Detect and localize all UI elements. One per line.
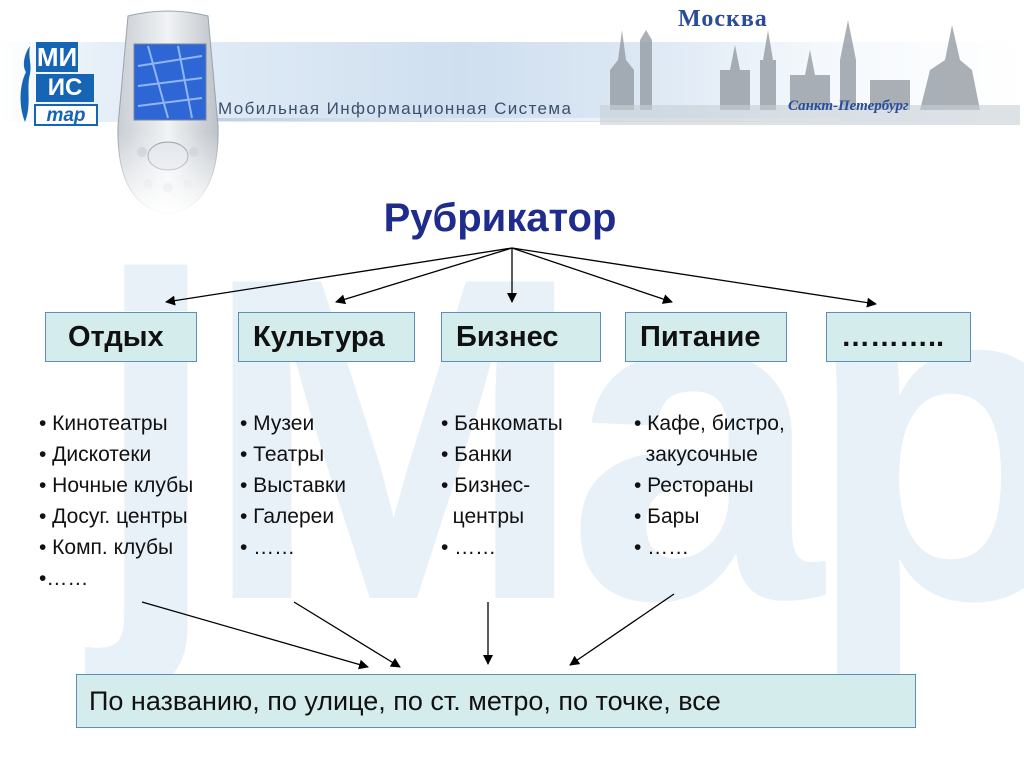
list-item: • …… xyxy=(441,536,497,559)
list-item: • Кафе, бистро, xyxy=(634,412,785,435)
list-item: • Комп. клубы xyxy=(39,536,174,559)
city-label-moscow: Москва xyxy=(678,6,768,32)
list-item: • Кинотеатры xyxy=(39,412,168,435)
category-pitanie: Питание xyxy=(625,312,787,362)
list-item: • Театры xyxy=(240,443,325,466)
header-divider xyxy=(180,118,840,121)
arrow-from-otdyh-list xyxy=(141,601,369,670)
list-item: • Досуг. центры xyxy=(39,505,188,528)
list-kultura: • Музеи • Театры • Выставки • Галереи • … xyxy=(240,408,346,563)
arrow-to-kultura xyxy=(335,247,513,305)
city-skyline-image xyxy=(600,20,1020,125)
mobile-phone-image xyxy=(108,6,228,216)
list-item: • Банкоматы xyxy=(441,412,563,435)
logo-letters-middle: ИС xyxy=(36,74,94,102)
list-item: • Бары xyxy=(634,505,700,528)
subtitle-word-3: Система xyxy=(494,99,573,118)
list-item: • …… xyxy=(634,536,690,559)
list-item: центры xyxy=(441,505,525,528)
list-item: • Банки xyxy=(441,443,513,466)
list-item: • Ночные клубы xyxy=(39,474,194,497)
arrow-from-kultura-list xyxy=(293,601,401,668)
flame-icon xyxy=(20,46,31,122)
header-subtitle: Мобильная Информационная Система xyxy=(218,99,572,119)
logo-letters-top: МИ xyxy=(36,42,78,72)
diagram-title: Рубрикатор xyxy=(383,196,617,240)
logo-letters-bottom: map xyxy=(34,104,98,126)
list-pitanie: • Кафе, бистро, закусочные • Рестораны •… xyxy=(634,408,785,563)
list-item: • Дискотеки xyxy=(39,443,152,466)
list-item: закусочные xyxy=(634,443,758,466)
category-more: ……….. xyxy=(826,312,971,362)
list-otdyh: • Кинотеатры • Дискотеки • Ночные клубы … xyxy=(39,408,193,594)
arrow-from-pitanie-list xyxy=(569,593,675,666)
mis-map-logo: МИ ИС map xyxy=(14,38,98,130)
arrow-to-otdyh xyxy=(165,247,513,306)
list-item: • Выставки xyxy=(240,474,346,497)
search-options-box: По названию, по улице, по ст. метро, по … xyxy=(76,674,916,728)
category-otdyh: Отдых xyxy=(45,312,197,362)
list-biznes: • Банкоматы • Банки • Бизнес- центры • …… xyxy=(441,408,563,563)
category-kultura: Культура xyxy=(238,312,415,362)
list-item: •…… xyxy=(39,567,89,590)
list-item: • Бизнес- xyxy=(441,474,531,497)
list-item: • …… xyxy=(240,536,296,559)
subtitle-word-2: Информационная xyxy=(326,99,495,118)
arrow-to-pitanie xyxy=(511,247,673,304)
list-item: • Музеи xyxy=(240,412,315,435)
category-biznes: Бизнес xyxy=(441,312,601,362)
list-item: • Галереи xyxy=(240,505,335,528)
subtitle-word-1: Мобильная xyxy=(218,99,327,118)
list-item: • Рестораны xyxy=(634,474,754,497)
arrow-to-more xyxy=(511,247,877,308)
city-label-spb: Санкт-Петербург xyxy=(788,98,909,114)
watermark-logo: jMap xyxy=(92,183,1024,696)
